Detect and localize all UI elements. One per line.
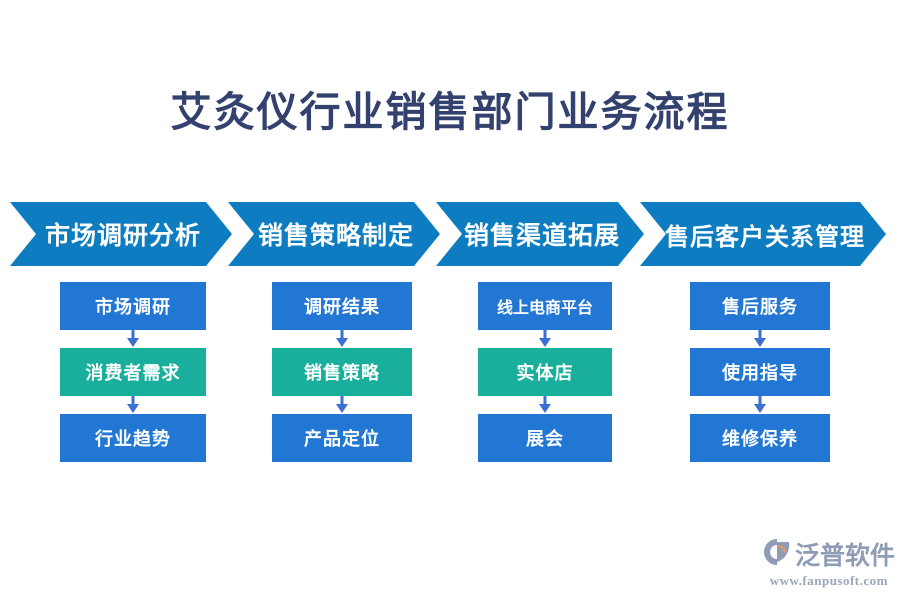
stage-banner-row: 市场调研分析 销售策略制定 销售渠道拓展 售后客户关系管理: [0, 202, 900, 266]
stage-column-2: 调研结果 销售策略 产品定位: [272, 282, 412, 462]
node-4-3[interactable]: 维修保养: [690, 414, 830, 462]
arrow-down-icon: [272, 330, 412, 348]
node-2-2[interactable]: 销售策略: [272, 348, 412, 396]
node-1-2[interactable]: 消费者需求: [60, 348, 206, 396]
stage-banner-4-label: 售后客户关系管理: [665, 224, 865, 251]
arrow-down-icon: [60, 396, 206, 414]
arrow-down-icon: [478, 330, 612, 348]
watermark-logo: 泛普软件 www.fanpusoft.com: [762, 536, 895, 588]
node-1-3[interactable]: 行业趋势: [60, 414, 206, 462]
stage-banner-2-label: 销售策略制定: [257, 223, 414, 250]
arrow-down-icon: [690, 396, 830, 414]
arrow-down-icon: [690, 330, 830, 348]
stage-column-4: 售后服务 使用指导 维修保养: [690, 282, 830, 462]
stage-banner-3-label: 销售渠道拓展: [463, 223, 620, 250]
logo-url: www.fanpusoft.com: [769, 573, 888, 588]
stage-banner-2[interactable]: 销售策略制定: [228, 202, 440, 266]
node-2-1[interactable]: 调研结果: [272, 282, 412, 330]
stage-banner-1-label: 市场调研分析: [44, 223, 201, 250]
arrow-down-icon: [478, 396, 612, 414]
node-1-1[interactable]: 市场调研: [60, 282, 206, 330]
node-2-3[interactable]: 产品定位: [272, 414, 412, 462]
stage-column-1: 市场调研 消费者需求 行业趋势: [60, 282, 206, 462]
page-title: 艾灸仪行业销售部门业务流程: [170, 89, 730, 135]
stage-column-3: 线上电商平台 实体店 展会: [478, 282, 612, 462]
logo-name: 泛普软件: [795, 543, 896, 570]
node-3-1[interactable]: 线上电商平台: [478, 282, 612, 330]
node-4-2[interactable]: 使用指导: [690, 348, 830, 396]
node-3-2[interactable]: 实体店: [478, 348, 612, 396]
arrow-down-icon: [60, 330, 206, 348]
node-4-1[interactable]: 售后服务: [690, 282, 830, 330]
arrow-down-icon: [272, 396, 412, 414]
stage-banner-4[interactable]: 售后客户关系管理: [640, 202, 886, 266]
stage-banner-3[interactable]: 销售渠道拓展: [436, 202, 644, 266]
node-3-3[interactable]: 展会: [478, 414, 612, 462]
fanpu-logo-icon: [762, 538, 792, 571]
stage-banner-1[interactable]: 市场调研分析: [10, 202, 232, 266]
